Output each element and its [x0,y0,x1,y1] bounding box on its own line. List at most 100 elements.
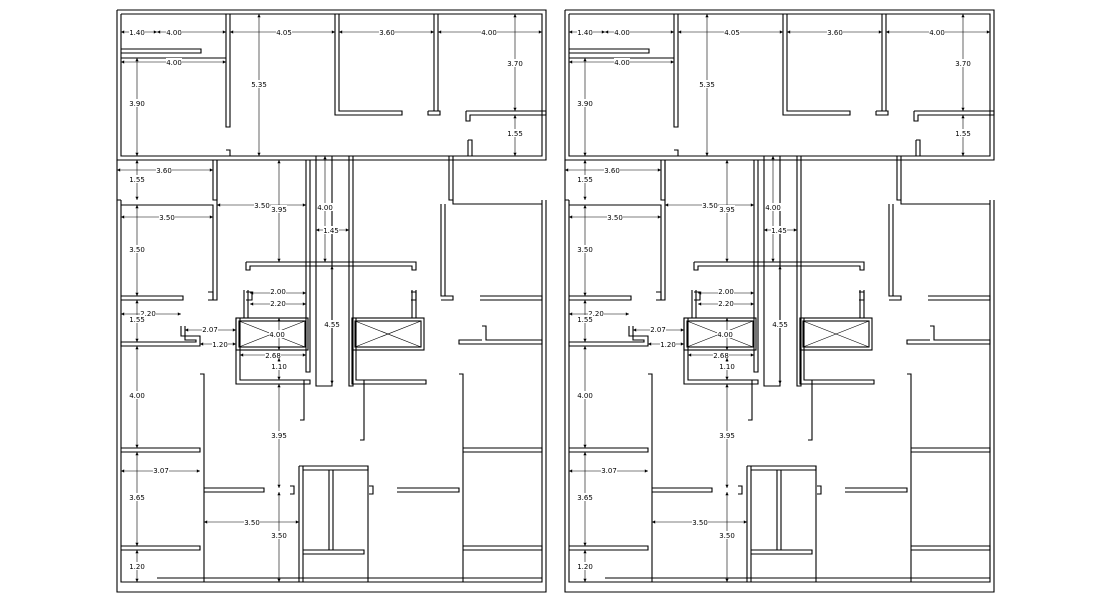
lift-left-inner [686,320,754,348]
arrowhead [725,318,729,322]
dim-3-50-low-h: 3.50 [719,492,735,582]
label-backing [129,493,145,501]
dim-1-20: 1.20 [200,340,236,349]
outer-wall-left-bottom [564,200,995,593]
label-backing [577,99,593,107]
label-backing [771,226,787,234]
outer-wall-top-block [116,9,547,161]
inner-wall-left-bottom [120,200,543,583]
dimension-label: 3.50 [244,519,260,527]
arrowhead [204,520,208,524]
arrowhead [698,302,702,306]
wall-left-room-stub [656,291,662,301]
dimension-label: 1.20 [129,563,145,571]
label-backing [166,28,182,36]
label-backing [577,391,593,399]
arrowhead [302,203,306,207]
wall-stair-lower-a [298,466,304,583]
lift-right-box [799,317,873,351]
dim-1-20: 1.20 [648,340,684,349]
label-backing [577,245,593,253]
dim-4-00-right: 4.00 [886,28,990,37]
dimension-label: 3.65 [577,494,593,502]
dimension-label: 3.50 [692,519,708,527]
arrowhead [750,291,754,295]
dimension-label: 3.70 [955,60,971,68]
label-backing [577,493,593,501]
wall-stair-lower-a [746,466,752,583]
wall-top-stub-a [226,149,231,157]
dim-5-35: 5.35 [251,14,267,156]
arrowhead [750,353,754,357]
walls [564,9,995,593]
wall-right-kitchen [458,325,543,345]
wall-top-left-room-a [673,14,679,128]
label-backing [481,28,497,36]
arrowhead [961,152,965,156]
dimension-label: 2.20 [588,310,604,318]
dimension-label: 3.50 [577,246,593,254]
arrowhead [232,342,236,346]
dimension-label: 4.00 [717,331,733,339]
arrowhead [121,215,125,219]
wall-right-room-divider [480,295,543,301]
label-backing [765,203,781,211]
arrowhead [331,30,335,34]
lift-right-inner [802,320,870,348]
wall-right-bath [463,447,543,453]
wall-right-wing-b [900,200,990,205]
arrowhead [135,346,139,350]
dim-3-50-mid: 3.50 [665,201,754,210]
dim-3-60-mid: 3.60 [117,166,213,175]
dim-4-55: 4.55 [772,266,788,384]
label-backing [156,166,172,174]
dimension-label: 1.40 [129,29,145,37]
label-backing [507,59,523,67]
arrowhead [725,484,729,488]
label-backing [269,330,285,338]
label-backing [588,309,604,317]
wall-right-lower [907,373,912,583]
arrowhead [648,342,652,346]
dim-3-60-top: 3.60 [339,28,434,37]
arrowhead [277,160,281,164]
arrowhead [583,300,587,304]
label-backing [718,299,734,307]
lift-frame-right [799,318,875,385]
arrowhead [135,152,139,156]
arrowhead [986,30,990,34]
label-backing [650,325,666,333]
dimension-label: 1.55 [955,130,971,138]
dim-4-00-second: 4.00 [121,58,226,67]
label-backing [827,28,843,36]
dim-3-65: 3.65 [129,452,145,546]
dim-4-05: 4.05 [678,28,783,37]
arrowhead [277,258,281,262]
arrowhead [513,14,517,18]
label-backing [202,325,218,333]
dim-4-00-top: 4.00 [157,28,226,37]
dimension-label: 4.00 [614,29,630,37]
dimension-label: 4.00 [129,392,145,400]
dim-3-95-top: 3.95 [271,160,287,262]
dim-2-07: 2.07 [633,325,684,334]
dim-5-35: 5.35 [699,14,715,156]
wall-left-bath-b [121,545,201,551]
dimension-label: 4.00 [614,59,630,67]
label-backing [717,330,733,338]
arrowhead [625,312,629,316]
wall-door-small-r [369,485,374,495]
wall-right-wing [896,156,902,201]
dim-2-07: 2.07 [185,325,236,334]
arrowhead [725,376,729,380]
label-backing [212,340,228,348]
dimension-label: 4.55 [772,321,788,329]
label-backing [955,59,971,67]
arrowhead [705,14,709,18]
dimension-label: 3.50 [702,202,718,210]
dim-1-55-right: 1.55 [955,115,971,156]
dimension-label: 3.60 [827,29,843,37]
dim-2-20-left: 2.20 [121,309,181,318]
